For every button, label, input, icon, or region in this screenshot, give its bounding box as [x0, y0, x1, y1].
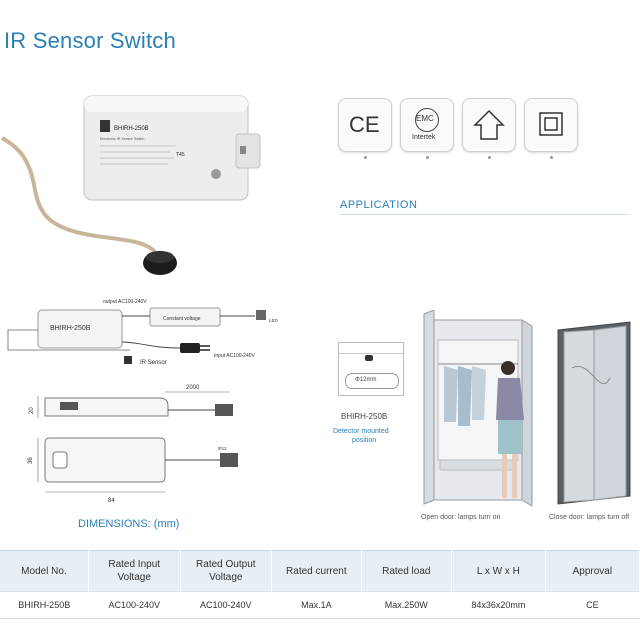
cell-input-voltage: AC100-240V — [88, 591, 180, 619]
close-door-caption: Close door: lamps turn off — [549, 514, 630, 521]
ce-cert-icon: CE — [338, 98, 392, 152]
width-label: 36 — [28, 457, 34, 464]
spec-table: Model No. Rated Input Voltage Rated Outp… — [0, 550, 640, 619]
power-plug — [180, 343, 200, 353]
open-door-left — [423, 310, 435, 505]
header-dimensions: L x W x H — [451, 550, 546, 592]
application-divider — [340, 214, 630, 215]
ir-sensor-label: IR Sensor — [140, 360, 167, 366]
detector-icon — [365, 355, 373, 361]
brand-logo — [100, 120, 110, 132]
open-door-right — [521, 319, 533, 507]
length-label: 84 — [108, 498, 115, 504]
cell-current: Max.1A — [271, 591, 362, 619]
application-heading: APPLICATION — [340, 199, 418, 211]
mount-screw — [211, 169, 221, 179]
emc-circle — [415, 108, 439, 132]
detector-model: BHIRH-250B — [341, 412, 388, 421]
person-jacket — [496, 378, 524, 420]
side-view-detail — [60, 402, 78, 410]
cert-dot — [488, 156, 491, 159]
side-view-sensor — [215, 404, 233, 416]
open-wardrobe-illustration — [423, 310, 533, 507]
led-label: LED — [269, 318, 279, 323]
wiring-loop — [7, 329, 130, 351]
device-model-label: BHIRH-250B — [114, 126, 149, 132]
cell-output-voltage: AC100-240V — [180, 591, 272, 619]
height-label: 20 — [29, 407, 35, 414]
spec-table-header: Model No. Rated Input Voltage Rated Outp… — [0, 550, 640, 592]
detector-inset: Φ12mm — [338, 342, 404, 396]
detector-caption-2: position — [352, 437, 377, 444]
cable-length-label: 2000 — [186, 385, 200, 391]
dimension-drawings: 2000 20 36 Φ12 84 — [28, 385, 238, 504]
constant-voltage-label: Constant voltage — [163, 316, 201, 322]
output-label: output AC100-240V — [103, 299, 147, 305]
header-rated-input: Rated Input Voltage — [88, 550, 181, 592]
led-module — [256, 310, 266, 320]
constant-voltage-box — [149, 307, 221, 327]
cell-model: BHIRH-250B — [0, 591, 89, 619]
wiring-switch-box — [37, 309, 123, 349]
device-small-text: Electronic IR Sensor Switch — [100, 137, 144, 141]
certification-row: CE EMC Intertek — [338, 98, 578, 159]
open-door-caption: Open door: lamps turn on — [421, 514, 501, 521]
product-photo: BHIRH-250B Electronic IR Sensor Switch T… — [1, 95, 261, 275]
housing-top — [84, 96, 248, 112]
house-arrow-cert-icon — [462, 98, 516, 152]
wiring-model: BHIRH-250B — [50, 325, 91, 332]
shirt-2 — [458, 366, 472, 426]
cert-dot — [550, 156, 553, 159]
inset-ceiling — [339, 353, 403, 354]
cert-dot — [364, 156, 367, 159]
diameter-note: Φ12mm — [355, 377, 377, 383]
door-shadow — [571, 365, 611, 385]
terminal-block — [235, 133, 261, 169]
dimensions-heading: DIMENSIONS: (mm) — [78, 518, 180, 530]
cert-dot — [426, 156, 429, 159]
input-wire — [121, 341, 181, 349]
header-rated-current: Rated current — [271, 550, 362, 592]
header-model: Model No. — [0, 550, 89, 592]
closed-door-left — [563, 329, 595, 503]
terminal-screw — [240, 146, 246, 154]
cell-dimensions: 84x36x20mm — [451, 591, 546, 619]
header-approval: Approval — [545, 550, 640, 592]
device-rating-mark: T45 — [176, 152, 185, 158]
table-row: BHIRH-250B AC100-240V AC100-240V Max.1A … — [0, 591, 640, 619]
sensor-cable — [1, 136, 157, 254]
header-rated-output: Rated Output Voltage — [180, 550, 273, 592]
person-head — [501, 361, 515, 375]
double-insulation-icon — [524, 98, 578, 152]
top-view-terminal — [52, 451, 68, 469]
diameter-badge — [345, 373, 399, 389]
cell-load: Max.250W — [361, 591, 452, 619]
person-leg-2 — [512, 454, 517, 498]
header-rated-load: Rated load — [361, 550, 452, 592]
closed-wardrobe-illustration — [557, 321, 631, 505]
ir-sensor-small — [124, 356, 132, 364]
person-leg-1 — [502, 454, 507, 498]
sensor-lens — [146, 251, 174, 263]
wiring-diagram: BHIRH-250B Constant voltage output AC100… — [7, 299, 279, 366]
emc-cert-icon: EMC Intertek — [400, 98, 454, 152]
shirt-3 — [472, 366, 486, 420]
sensor-diameter-label: Φ12 — [218, 446, 227, 451]
closed-door-right — [593, 325, 627, 501]
person-skirt — [498, 420, 522, 454]
top-view-sensor — [220, 453, 238, 467]
input-label: Input AC100-240V — [214, 353, 256, 359]
cell-approval: CE — [545, 591, 640, 619]
detector-caption-1: Detector mounted — [333, 428, 389, 435]
shirt-1 — [444, 366, 458, 422]
page-title: IR Sensor Switch — [4, 28, 176, 53]
